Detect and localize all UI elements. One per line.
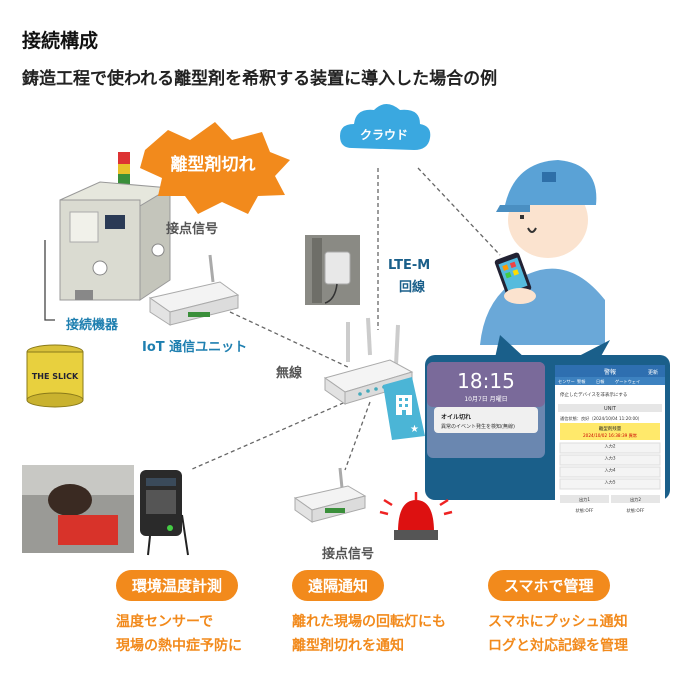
connected-device-label: 接続機器: [66, 318, 119, 333]
feature-desc-line: スマホにプッシュ通知: [488, 614, 628, 630]
drum-label: THE SLICK: [32, 372, 79, 381]
app-output-state: 状態:OFF: [576, 507, 594, 514]
feature-desc-line: 離れた現場の回転灯にも: [292, 614, 446, 630]
app-tab: 警報: [577, 378, 586, 385]
feature-desc-smartphone: スマホにプッシュ通知 ログと対応記録を管理: [488, 610, 628, 658]
feature-desc-line: 現場の熱中症予防に: [116, 638, 242, 654]
app-input-row: [559, 454, 661, 466]
feature-desc-line: ログと対応記録を管理: [488, 638, 628, 654]
dilution-machine-icon: [59, 181, 172, 301]
cloud-label: クラウド: [360, 128, 408, 142]
app-input-row: [559, 442, 661, 454]
app-alert-title: 離型剤残量: [599, 425, 622, 432]
app-input-label: 入力5: [604, 479, 615, 486]
connection-lines: [189, 167, 501, 471]
alert-burst-text: 離型剤切れ: [171, 154, 256, 175]
app-screen-phone: 警報 更新 センサー警報日報ゲートウェイ 停止したデバイスを非表示にする UNI…: [555, 365, 665, 525]
temperature-sensor-photo: [22, 465, 189, 556]
app-output-state: 状態:OFF: [627, 507, 645, 514]
svg-text:★: ★: [410, 424, 419, 435]
worker-illustration: [480, 160, 605, 345]
link-cloud-to-phone: [417, 167, 501, 256]
iot-unit-label: IoT 通信ユニット: [142, 340, 248, 355]
app-status: 通信状態：良好（2024/10/04 11:20:00）: [560, 415, 642, 422]
link-iot-to-router: [229, 311, 351, 369]
line-label: 回線: [399, 280, 426, 295]
link-router-to-sensor: [189, 399, 351, 471]
oil-drum-icon: THE SLICK: [26, 344, 84, 408]
feature-desc-line: 離型剤切れを通知: [292, 638, 404, 654]
app-input-row: [559, 478, 661, 490]
wireless-label: 無線: [276, 366, 303, 381]
feature-desc-line: 温度センサーで: [116, 614, 214, 630]
feature-desc-temperature: 温度センサーで 現場の熱中症予防に: [116, 610, 242, 658]
rotating-light-icon: [379, 492, 453, 540]
feature-pill-smartphone: スマホで管理: [488, 570, 610, 601]
app-filter: 停止したデバイスを非表示にする: [560, 391, 627, 398]
app-header-right: 更新: [648, 369, 658, 376]
installed-device-photo: [305, 235, 360, 305]
app-tab: センサー: [558, 379, 575, 385]
contact-signal-label-top: 接点信号: [166, 222, 219, 237]
lock-screen-phone: 18:15 10月7日 月曜日 オイル切れ 異常のイベント発生を検知(無線): [427, 362, 545, 458]
feature-desc-remote: 離れた現場の回転灯にも 離型剤切れを通知: [292, 610, 446, 658]
app-output-label: 出力2: [630, 496, 641, 503]
app-alert-time: 2024/10/02 16:38:39 異常: [583, 432, 637, 439]
app-header: 警報: [604, 368, 616, 376]
app-unit: UNIT: [604, 406, 617, 412]
iot-unit-icon: [148, 254, 240, 326]
app-input-label: 入力4: [604, 467, 615, 474]
app-tab: ゲートウェイ: [615, 378, 640, 385]
app-input-row: [559, 466, 661, 478]
page-subtitle: 鋳造工程で使われる離型剤を希釈する装置に導入した場合の例: [22, 69, 498, 89]
page-title: 接続構成: [22, 30, 99, 52]
app-output-button: [560, 495, 609, 503]
feature-pill-temperature: 環境温度計測: [116, 570, 239, 601]
contact-signal-label-bottom: 接点信号: [322, 547, 375, 562]
app-tab: 日報: [596, 379, 605, 385]
notification-body: 異常のイベント発生を検知(無線): [441, 423, 515, 430]
notification-title: オイル切れ: [441, 413, 471, 421]
remote-unit-icon: [293, 467, 367, 523]
app-input-label: 入力2: [604, 443, 615, 450]
building-icon: ★: [383, 377, 425, 440]
app-input-label: 入力3: [604, 455, 615, 462]
lock-screen-time: 18:15: [457, 369, 515, 393]
feature-pill-remote: 遠隔通知: [292, 570, 385, 601]
lte-m-label: LTE-M: [388, 258, 431, 273]
link-router-to-unit: [344, 401, 371, 471]
alert-burst: 離型剤切れ: [140, 122, 290, 214]
lock-screen-date: 10月7日 月曜日: [464, 396, 507, 403]
cloud-icon: クラウド: [340, 104, 431, 150]
app-output-button: [611, 495, 660, 503]
app-output-label: 出力1: [579, 496, 590, 503]
